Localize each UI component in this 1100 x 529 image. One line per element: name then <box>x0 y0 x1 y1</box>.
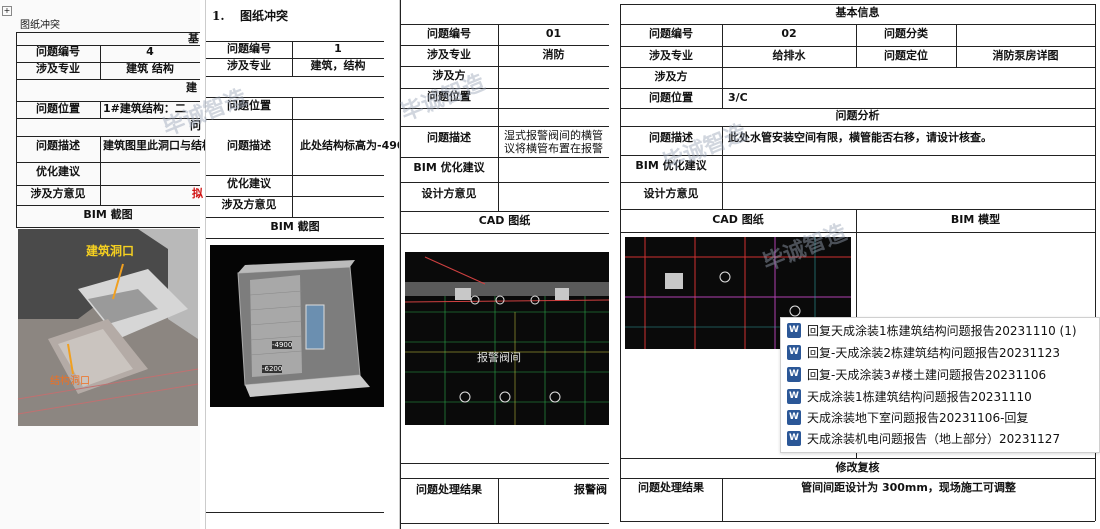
field-value-issue-no: 4 <box>146 45 154 58</box>
field-label-suggestion: 优化建议 <box>227 177 271 190</box>
field-label-description: 问题描述 <box>649 131 693 144</box>
field-label-discipline: 涉及专业 <box>36 62 80 75</box>
opinion-partial: 拟 <box>192 187 203 200</box>
file-item[interactable]: W 天成涂装机电问题报告（地上部分）20231127 <box>787 428 1060 448</box>
field-label-location: 问题位置 <box>36 102 80 115</box>
field-value-discipline: 建筑，结构 <box>310 59 366 72</box>
heading-number: 1. <box>212 9 225 23</box>
field-value-issue-no: 02 <box>781 27 797 40</box>
field-value-positioning: 消防泵房详图 <box>992 49 1059 62</box>
field-value-issue-no: 1 <box>334 42 342 55</box>
field-value-location: 3/C <box>728 91 748 104</box>
field-label-design-opinion: 设计方意见 <box>643 187 699 200</box>
section-analysis: 问题分析 <box>835 109 880 122</box>
heading-title: 图纸冲突 <box>240 9 289 23</box>
file-name: 天成涂装地下室问题报告20231106-回复 <box>807 410 1029 425</box>
file-name: 天成涂装机电问题报告（地上部分）20231127 <box>807 431 1061 446</box>
field-value-discipline: 建筑 结构 <box>126 62 174 75</box>
file-item[interactable]: W 回复-天成涂装3#楼土建问题报告20231106 <box>787 364 1046 384</box>
file-item[interactable]: W 回复天成涂装1栋建筑结构问题报告20231110 (1) <box>787 320 1077 340</box>
field-label-issue-no: 问题编号 <box>649 27 693 40</box>
section-label: 图纸冲突 <box>20 20 60 31</box>
row-partial: 建 <box>186 81 197 94</box>
file-name: 回复-天成涂装2栋建筑结构问题报告20231123 <box>807 345 1061 360</box>
field-label-suggestion: 优化建议 <box>36 165 80 178</box>
file-list-panel: W 回复天成涂装1栋建筑结构问题报告20231110 (1) W 回复-天成涂装2栋… <box>780 317 1100 453</box>
header-partial: 基 <box>188 32 199 45</box>
file-item[interactable]: W 回复-天成涂装2栋建筑结构问题报告20231123 <box>787 342 1060 362</box>
move-handle-icon[interactable]: + <box>2 6 12 16</box>
cad-drawing-label: CAD 图纸 <box>478 214 531 227</box>
bim-screenshot-image: 建筑洞口 结构洞口 <box>17 229 199 426</box>
field-label-issue-no: 问题编号 <box>36 45 80 58</box>
cad-room-label: 报警阀间 <box>477 351 521 364</box>
field-label-discipline: 涉及专业 <box>427 48 471 61</box>
word-doc-icon: W <box>787 366 801 382</box>
field-label-description: 问题描述 <box>427 131 471 144</box>
document-page-2: 1. 图纸冲突 问题编号 1 涉及专业 建筑，结构 问题位置 问题描述 此处结构… <box>205 0 405 529</box>
field-label-issue-no: 问题编号 <box>227 42 271 55</box>
cad-drawing-image: 报警阀间 <box>404 252 610 425</box>
section-basic-info: 基本信息 <box>835 6 880 19</box>
field-label-opinion: 涉及方意见 <box>30 187 86 200</box>
word-doc-icon: W <box>787 388 801 404</box>
field-value-description: 建筑图里此洞口与结构 <box>103 139 213 152</box>
field-label-description: 问题描述 <box>227 139 271 152</box>
bim-model-label: BIM 模型 <box>950 213 1001 226</box>
dimension-label-1: -4900 <box>272 341 293 350</box>
field-label-positioning: 问题定位 <box>884 49 928 62</box>
field-value-discipline: 给排水 <box>772 49 806 62</box>
field-label-design-opinion: 设计方意见 <box>421 187 477 200</box>
file-name: 回复天成涂装1栋建筑结构问题报告20231110 (1) <box>807 323 1077 338</box>
file-item[interactable]: W 天成涂装1栋建筑结构问题报告20231110 <box>787 386 1032 406</box>
bim-screenshot-label: BIM 截图 <box>270 220 320 233</box>
word-doc-icon: W <box>787 344 801 360</box>
word-doc-icon: W <box>787 409 801 425</box>
field-label-discipline: 涉及专业 <box>227 59 271 72</box>
field-label-result: 问题处理结果 <box>416 483 482 496</box>
word-doc-icon: W <box>787 430 801 446</box>
field-value-issue-no: 01 <box>545 27 562 40</box>
file-name: 回复-天成涂装3#楼土建问题报告20231106 <box>807 367 1047 382</box>
field-value-result-partial: 报警阀 <box>574 483 607 496</box>
field-label-result: 问题处理结果 <box>638 481 704 494</box>
field-value-description-line2: 议将横管布置在报警 <box>504 142 603 155</box>
field-label-discipline: 涉及专业 <box>649 49 693 62</box>
field-label-location: 问题位置 <box>227 99 271 112</box>
field-value-description: 此处结构标高为-490 <box>300 139 405 152</box>
field-value-description: 此处水管安装空间有限，横管能否右移，请设计核查。 <box>728 131 992 144</box>
field-label-bim-suggestion: BIM 优化建议 <box>635 159 707 172</box>
bim-3d-model-image: -4900 -6200 <box>210 245 384 407</box>
field-label-issue-no: 问题编号 <box>427 27 471 40</box>
field-label-opinion: 涉及方意见 <box>221 198 277 211</box>
field-value-description-line1: 湿式报警阀间的横管 <box>504 129 603 142</box>
field-label-location: 问题位置 <box>427 90 471 103</box>
document-page-3: 问题编号 01 涉及专业 消防 涉及方 问题位置 问题描述 湿式报警阀间的横管 … <box>399 0 610 529</box>
row-partial-2: 问 <box>190 119 201 132</box>
annotation-structure-opening: 结构洞口 <box>50 376 90 387</box>
file-item[interactable]: W 天成涂装地下室问题报告20231106-回复 <box>787 407 1028 427</box>
document-page-1: + 图纸冲突 基 问题编号 4 涉及专业 建筑 结构 建 问题位置 1#建筑结构… <box>0 0 213 529</box>
field-label-location: 问题位置 <box>649 91 693 104</box>
field-label-bim-suggestion: BIM 优化建议 <box>413 161 485 174</box>
field-value-result: 管间间距设计为 300mm，现场施工可调整 <box>801 481 1016 494</box>
word-doc-icon: W <box>787 322 801 338</box>
dimension-label-2: -6200 <box>262 365 283 374</box>
field-label-category: 问题分类 <box>884 27 928 40</box>
field-label-party: 涉及方 <box>432 69 466 82</box>
file-name: 天成涂装1栋建筑结构问题报告20231110 <box>807 389 1032 404</box>
field-label-party: 涉及方 <box>654 70 688 83</box>
bim-screenshot-label: BIM 截图 <box>83 208 133 221</box>
section-review: 修改复核 <box>835 461 880 474</box>
field-label-description: 问题描述 <box>36 139 80 152</box>
field-value-discipline: 消防 <box>542 48 565 61</box>
field-value-location: 1#建筑结构：二 <box>103 102 186 115</box>
annotation-building-opening: 建筑洞口 <box>86 244 135 258</box>
cad-drawing-label: CAD 图纸 <box>712 213 764 226</box>
cad-drawing-image <box>625 237 851 349</box>
